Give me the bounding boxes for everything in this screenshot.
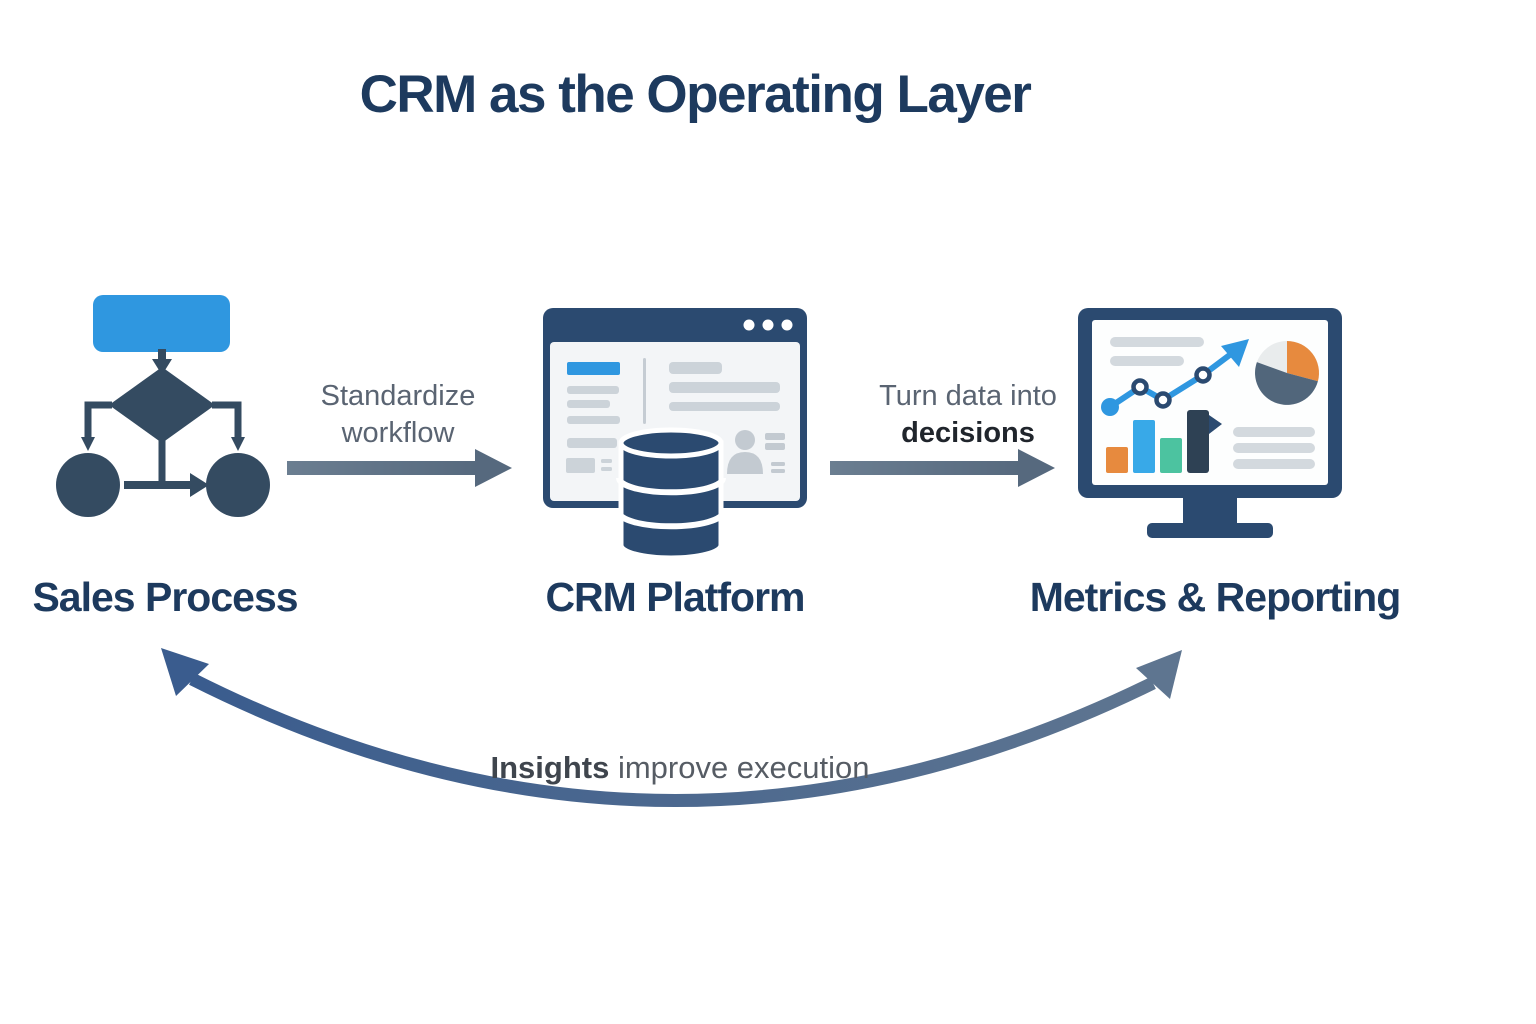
node-label-crm-platform: CRM Platform (545, 574, 805, 620)
browser-database-icon (543, 308, 807, 561)
flowchart-start-rect (93, 295, 230, 352)
arrow-sales-to-crm (287, 449, 512, 487)
pie-chart-icon (1255, 341, 1319, 405)
flowchart-end-circle-left (56, 453, 120, 517)
flowchart-branch-arrowhead-right (231, 437, 245, 451)
connection-label-line: Standardize (320, 380, 476, 412)
feedback-label-bold: Insights (490, 750, 610, 785)
browser-window-dots (743, 319, 793, 331)
connection-label-line: decisions (901, 417, 1035, 449)
flowchart-cross-arrow (124, 473, 209, 497)
connection-label-line: workflow (341, 417, 455, 449)
flowchart-end-circle-right (206, 453, 270, 517)
screen-text-lines-bottom (1233, 427, 1315, 469)
browser-divider-line (643, 358, 646, 424)
bar-chart-icon (1106, 410, 1222, 473)
user-avatar-icon (727, 430, 785, 474)
monitor-stand (1147, 498, 1273, 538)
arrow-crm-to-metrics (830, 449, 1055, 487)
connection-label-line: Turn data into (879, 380, 1057, 412)
browser-content-lines (669, 362, 780, 411)
feedback-label-rest: improve execution (609, 750, 870, 785)
feedback-arrow-metrics-to-sales (161, 648, 1182, 807)
feedback-arrowhead-left (161, 648, 209, 696)
connection-label-turn-data-into-decisions: Turn data into decisions (848, 378, 1088, 452)
flowchart-branch-connectors (84, 401, 242, 483)
line-chart-icon (1101, 339, 1249, 416)
flowchart-branch-arrowhead-left (81, 437, 95, 451)
connection-label-standardize-workflow: Standardize workflow (278, 378, 518, 452)
node-label-metrics-reporting: Metrics & Reporting (1029, 574, 1402, 620)
page-title: CRM as the Operating Layer (359, 65, 1032, 124)
screen-text-lines-top (1110, 337, 1204, 366)
flowchart-decision-diamond (109, 367, 215, 443)
feedback-arrowhead-right (1136, 650, 1182, 699)
database-icon (616, 427, 726, 561)
dashboard-monitor-icon (1078, 308, 1342, 538)
browser-sidebar-menu (566, 362, 620, 473)
flowchart-icon (56, 295, 270, 517)
feedback-arrow-label: Insights improve execution (380, 750, 980, 786)
node-label-sales-process: Sales Process (32, 574, 298, 620)
